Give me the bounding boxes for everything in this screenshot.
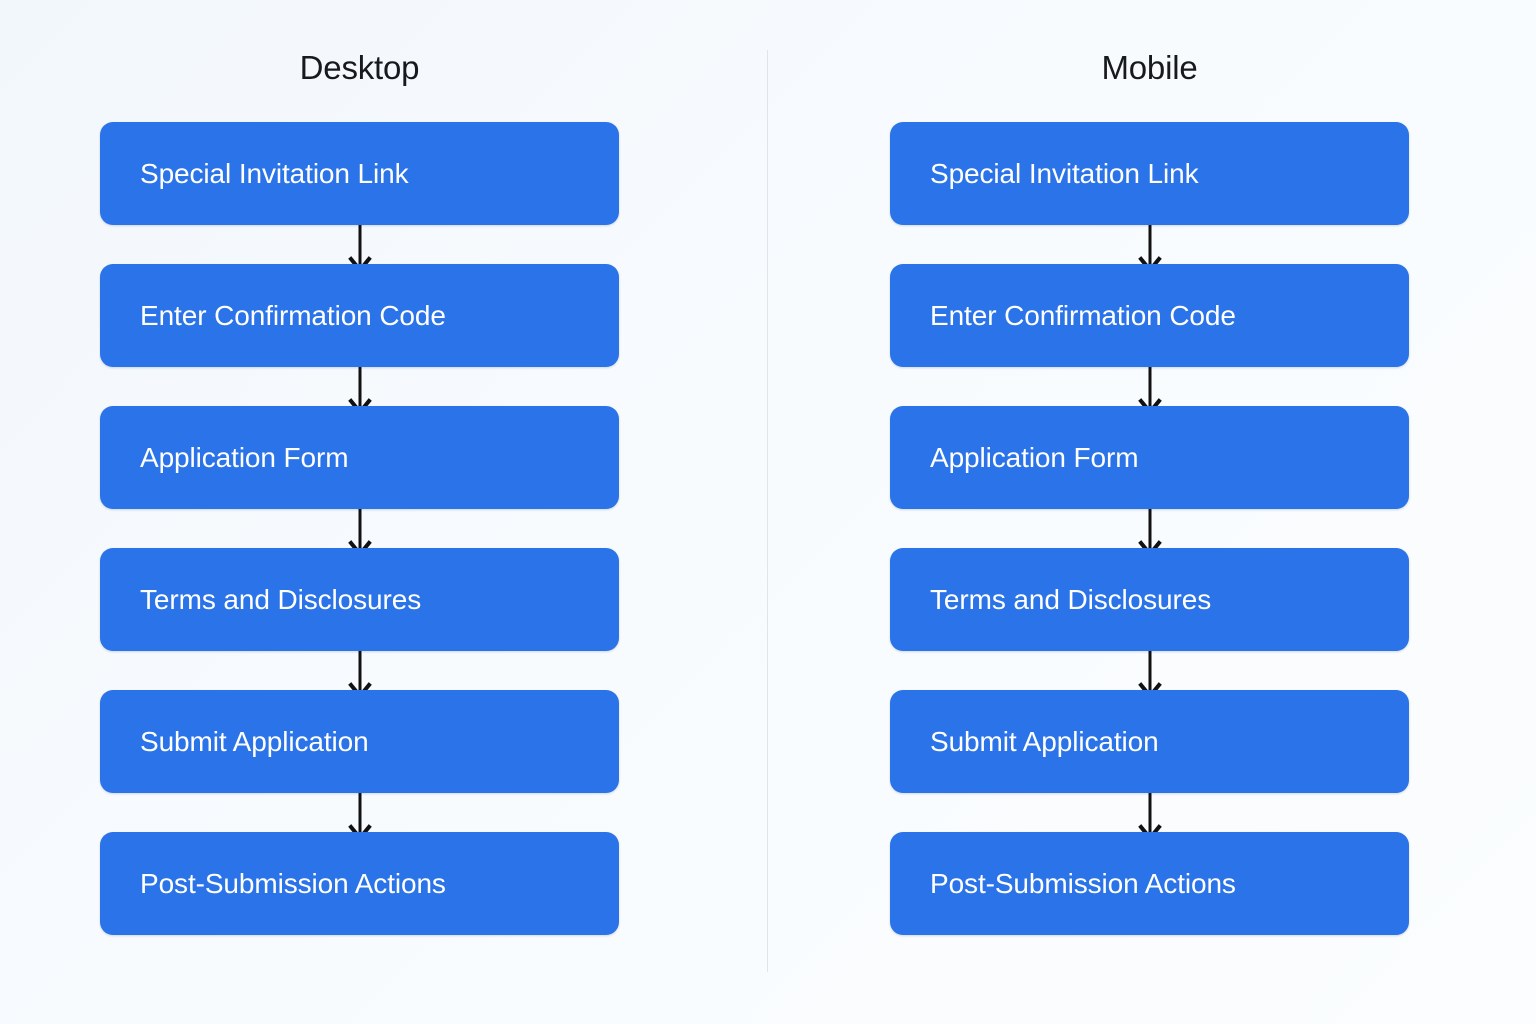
- flow-node-mobile-4[interactable]: Terms and Disclosures: [890, 548, 1409, 698]
- flow-node-desktop-5[interactable]: Submit Application: [100, 690, 619, 840]
- flow-node-mobile-5[interactable]: Submit Application: [890, 690, 1409, 840]
- flow-node-label: Terms and Disclosures: [140, 583, 422, 615]
- flow-node-label: Terms and Disclosures: [930, 583, 1212, 615]
- flow-node-mobile-6[interactable]: Post-Submission Actions: [890, 832, 1409, 935]
- flow-node-label: Special Invitation Link: [930, 157, 1199, 189]
- flow-node-label: Post-Submission Actions: [140, 867, 446, 899]
- column-title-mobile: Mobile: [1101, 49, 1198, 86]
- flow-node-label: Special Invitation Link: [140, 157, 409, 189]
- flow-node-mobile-3[interactable]: Application Form: [890, 406, 1409, 556]
- column-divider: [767, 50, 768, 972]
- flow-node-label: Enter Confirmation Code: [140, 299, 446, 331]
- flow-node-label: Application Form: [930, 441, 1139, 473]
- flow-node-mobile-1[interactable]: Special Invitation Link: [890, 122, 1409, 272]
- column-title-desktop: Desktop: [299, 49, 420, 86]
- flow-mobile: Special Invitation Link Enter Confirmati…: [890, 122, 1409, 935]
- flow-desktop: Special Invitation Link Enter Confirmati…: [100, 122, 619, 935]
- flow-node-label: Enter Confirmation Code: [930, 299, 1236, 331]
- flow-node-mobile-2[interactable]: Enter Confirmation Code: [890, 264, 1409, 414]
- flow-node-desktop-6[interactable]: Post-Submission Actions: [100, 832, 619, 935]
- flow-node-desktop-4[interactable]: Terms and Disclosures: [100, 548, 619, 698]
- column-mobile: Mobile Special Invitation Link Enter Con…: [890, 0, 1409, 1024]
- flow-node-desktop-2[interactable]: Enter Confirmation Code: [100, 264, 619, 414]
- column-desktop: Desktop Special Invitation Link Enter Co…: [100, 0, 619, 1024]
- flow-node-desktop-3[interactable]: Application Form: [100, 406, 619, 556]
- flow-node-label: Submit Application: [140, 725, 369, 757]
- flow-node-desktop-1[interactable]: Special Invitation Link: [100, 122, 619, 272]
- flow-node-label: Post-Submission Actions: [930, 867, 1236, 899]
- flow-node-label: Submit Application: [930, 725, 1159, 757]
- flow-node-label: Application Form: [140, 441, 349, 473]
